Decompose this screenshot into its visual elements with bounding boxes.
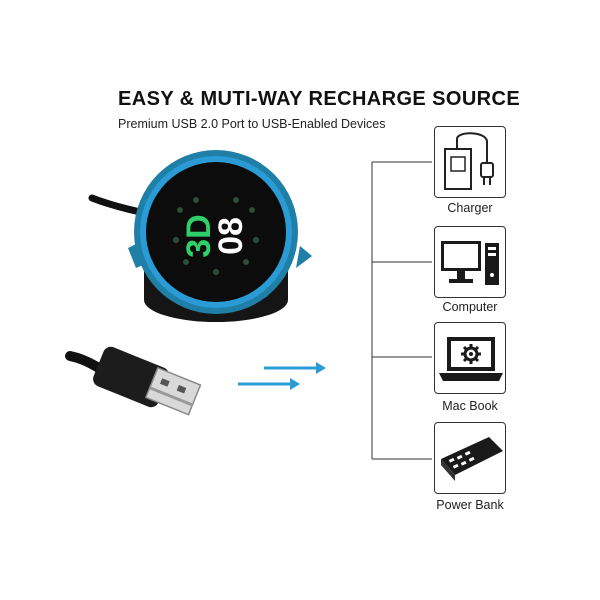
direction-arrows-icon bbox=[238, 362, 326, 390]
device-computer bbox=[434, 226, 506, 298]
device-label-macbook: Mac Book bbox=[442, 399, 498, 413]
usb-plug-icon bbox=[65, 346, 202, 416]
device-charger bbox=[434, 126, 506, 198]
gear-icon bbox=[461, 344, 481, 364]
device-label-power-bank: Power Bank bbox=[436, 498, 504, 512]
device-power-bank bbox=[434, 422, 506, 494]
power-bank-icon bbox=[441, 437, 503, 481]
device-label-computer: Computer bbox=[442, 300, 498, 314]
laptop-icon bbox=[439, 337, 503, 381]
connector-lines bbox=[371, 161, 432, 460]
page-title: EASY & MUTI-WAY RECHARGE SOURCE bbox=[118, 88, 521, 110]
smartwatch: 3D 08 bbox=[128, 150, 312, 314]
watch-face-digits-top: 3D bbox=[180, 214, 218, 257]
page-subtitle: Premium USB 2.0 Port to USB-Enabled Devi… bbox=[118, 117, 386, 131]
dial-pattern bbox=[173, 197, 259, 275]
desktop-computer-icon bbox=[441, 241, 499, 285]
device-macbook bbox=[434, 322, 506, 394]
wall-charger-icon bbox=[444, 132, 494, 190]
device-label-charger: Charger bbox=[447, 201, 493, 215]
watch-face-digits-bottom: 08 bbox=[212, 217, 250, 255]
